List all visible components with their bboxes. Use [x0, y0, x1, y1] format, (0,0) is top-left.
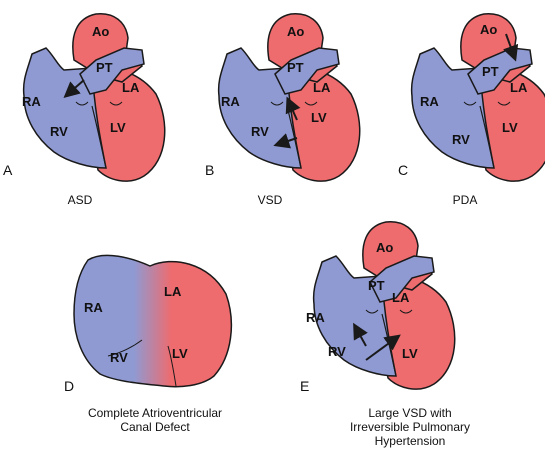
label-la: LA	[164, 284, 182, 299]
shunt-arrow	[63, 79, 85, 98]
label-ao: Ao	[376, 240, 393, 255]
label-ra: RA	[22, 94, 41, 109]
panel-asd: Ao PT RA LA RV LV	[22, 12, 166, 182]
shunt-arrow-rv	[273, 133, 298, 149]
label-lv: LV	[172, 346, 188, 361]
caption-line: Large VSD with	[368, 406, 452, 420]
label-la: LA	[392, 290, 410, 305]
label-rv: RV	[452, 132, 470, 147]
shunt-arrow-right	[365, 334, 401, 361]
panel-letter-c: C	[398, 162, 409, 178]
label-lv: LV	[311, 110, 327, 125]
label-la: LA	[122, 80, 140, 95]
shunt-arrow-pt	[285, 96, 301, 121]
caption-line: Complete Atrioventricular	[87, 406, 223, 420]
label-ao: Ao	[287, 24, 304, 39]
label-ao: Ao	[480, 22, 497, 37]
panel-large-vsd: Ao PT RA LA RV LV	[306, 220, 456, 390]
label-pt: PT	[482, 64, 499, 79]
panel-letter-e: E	[300, 378, 310, 394]
label-ao: Ao	[92, 24, 109, 39]
label-pt: PT	[287, 60, 304, 75]
label-ra: RA	[420, 94, 439, 109]
label-rv: RV	[328, 344, 346, 359]
caption-asd: ASD	[67, 193, 93, 207]
panel-letter-d: D	[64, 378, 75, 394]
panel-vsd: Ao PT RA LA RV LV	[217, 12, 361, 182]
label-la: LA	[313, 80, 331, 95]
panel-canal-defect: RA LA RV LV	[73, 254, 233, 388]
panel-letter-b: B	[205, 162, 215, 178]
caption-canal-defect: Complete Atrioventricular Canal Defect	[60, 406, 250, 434]
label-lv: LV	[402, 346, 418, 361]
label-ra: RA	[306, 310, 325, 325]
label-lv: LV	[502, 120, 518, 135]
label-rv: RV	[50, 124, 68, 139]
label-rv: RV	[251, 124, 269, 139]
shunt-arrow-up	[353, 322, 368, 347]
caption-pda: PDA	[452, 193, 478, 207]
label-pt: PT	[96, 60, 113, 75]
caption-large-vsd: Large VSD with Irreversible Pulmonary Hy…	[315, 406, 505, 448]
caption-line: Hypertension	[374, 434, 446, 448]
caption-line: Irreversible Pulmonary	[349, 420, 471, 434]
panel-letter-a: A	[3, 162, 13, 178]
label-rv: RV	[110, 350, 128, 365]
caption-vsd: VSD	[257, 193, 283, 207]
label-ra: RA	[84, 300, 103, 315]
label-la: LA	[510, 80, 528, 95]
label-lv: LV	[110, 120, 126, 135]
caption-line: Canal Defect	[120, 420, 190, 434]
panel-pda: Ao PT RA LA RV LV	[410, 12, 545, 182]
label-ra: RA	[221, 94, 240, 109]
ductus-arrow	[503, 33, 519, 62]
label-pt: PT	[368, 278, 385, 293]
